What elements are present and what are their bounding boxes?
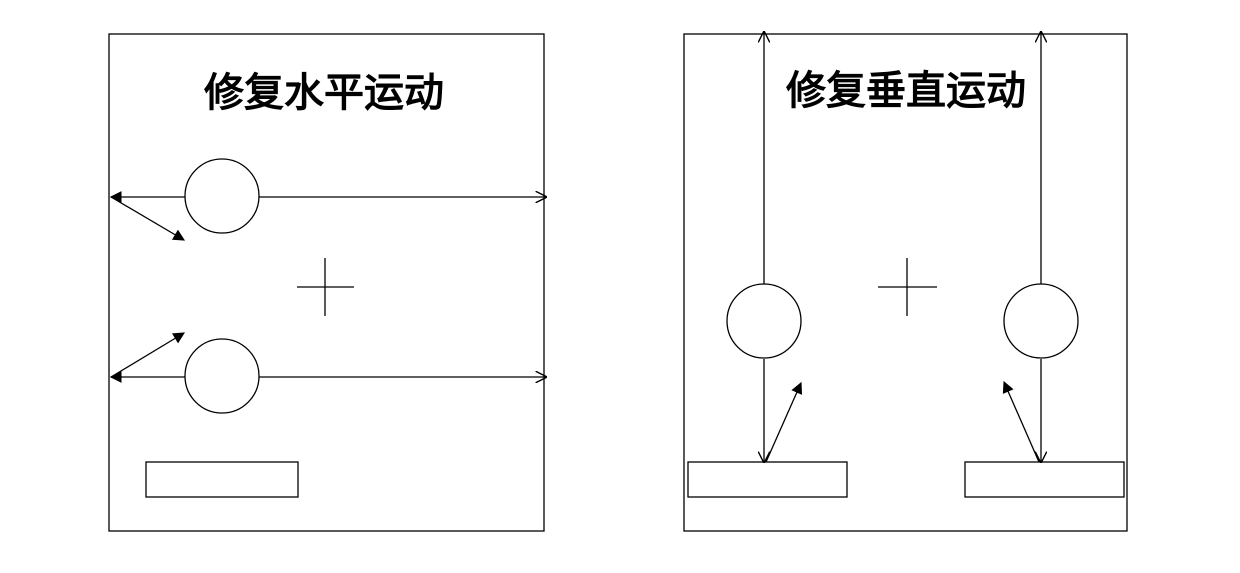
lower-wheel xyxy=(184,338,260,414)
base-bar xyxy=(145,461,299,498)
upper-reflection xyxy=(110,196,186,241)
upper-wheel xyxy=(184,158,260,234)
lower-reflection xyxy=(110,332,186,378)
right-wheel xyxy=(1003,283,1079,359)
panel-horizontal: 修复水平运动 xyxy=(108,33,546,532)
panel-vertical-frame xyxy=(683,33,1128,532)
panel-horizontal-frame xyxy=(108,33,545,532)
panel-vertical-title: 修复垂直运动 xyxy=(786,68,1026,114)
right-reflection xyxy=(1002,380,1040,463)
left-wheel xyxy=(726,283,802,359)
panel-horizontal-title: 修复水平运动 xyxy=(204,70,444,116)
panel-vertical: 修复垂直运动 xyxy=(683,32,1128,532)
left-base-bar xyxy=(687,461,848,498)
right-base-bar xyxy=(964,461,1125,498)
left-reflection xyxy=(765,381,803,463)
